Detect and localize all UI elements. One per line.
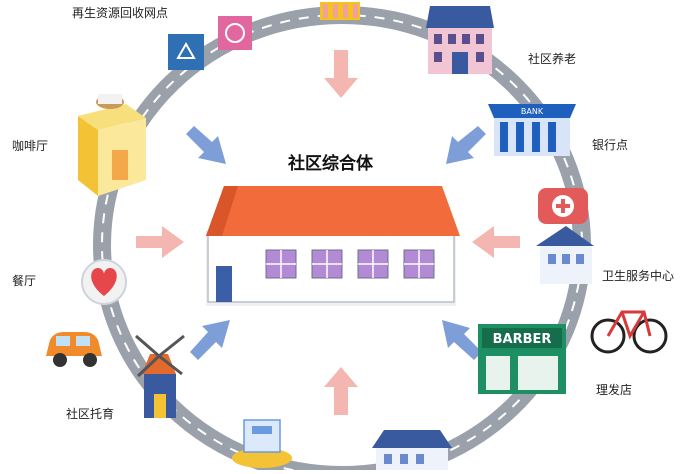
arrow-left-pink [136, 226, 184, 258]
heart-icon [81, 259, 127, 305]
bicycle-icon [590, 310, 668, 354]
arrow-top-pink [324, 50, 358, 98]
recycle-icon [168, 16, 252, 70]
clinic-icon [536, 188, 594, 284]
label-elder-care: 社区养老 [528, 52, 577, 66]
store-icon [320, 2, 360, 20]
coffee-shop-icon [78, 94, 146, 196]
school-icon [232, 419, 292, 468]
bottom-house-icon [372, 430, 452, 470]
arrow-bottom-left-blue [190, 320, 230, 360]
label-restaurant: 餐厅 [12, 274, 37, 288]
arrows [136, 50, 520, 415]
house-icon [426, 6, 494, 74]
arrow-bottom-pink [324, 367, 358, 415]
diagram-title: 社区综合体 [288, 154, 373, 174]
arrow-top-left-blue [186, 126, 226, 164]
bank-icon: BANK [488, 104, 576, 156]
label-daycare: 社区托育 [66, 407, 115, 421]
arrow-top-right-blue [446, 126, 486, 164]
label-barber: 理发店 [596, 383, 633, 397]
barber-shop-icon: BARBER [478, 324, 566, 394]
windmill-icon [135, 334, 185, 418]
label-recycle: 再生资源回收网点 [72, 6, 169, 20]
label-coffee: 咖啡厅 [12, 139, 49, 153]
arrow-bottom-right-blue [442, 320, 482, 360]
barber-sign: BARBER [493, 332, 552, 347]
bank-sign: BANK [521, 107, 544, 116]
car-icon [46, 332, 102, 367]
community-center-building [206, 186, 460, 306]
label-clinic: 卫生服务中心 [602, 269, 675, 283]
label-bank: 银行点 [592, 138, 629, 152]
arrow-right-pink [472, 226, 520, 258]
